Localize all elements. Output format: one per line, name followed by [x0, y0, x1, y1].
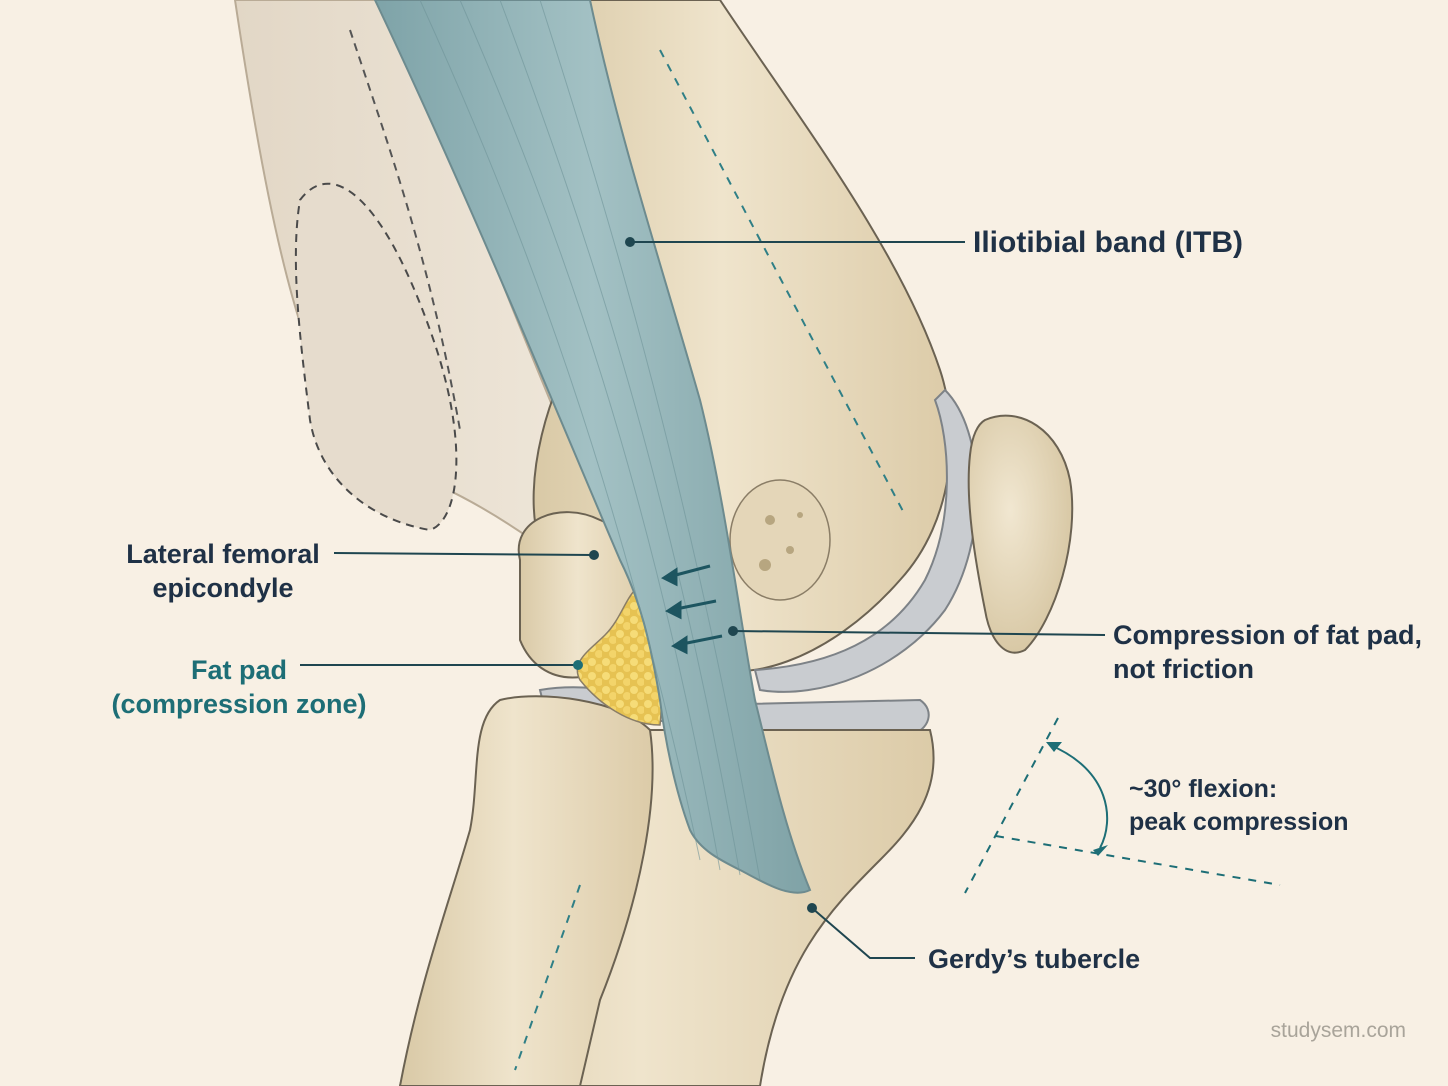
femur-dashed-line: [659, 49, 906, 516]
biceps-femoris-outline: [294, 182, 458, 532]
itb-label: Iliotibial band (ITB): [973, 226, 1243, 259]
watermark: studysem.com: [1270, 1019, 1406, 1042]
leader-lines: [300, 241, 1106, 959]
condyle-cancellous: [729, 479, 831, 601]
flexion-angle-indicator: [964, 717, 1281, 894]
flexion-label: ~30° flexion: peak compression: [1129, 775, 1349, 836]
compression-arrows: [661, 564, 723, 655]
fat-pad-label: Fat pad (compression zone): [111, 655, 367, 719]
gerdy-tubercle-label: Gerdy’s tubercle: [928, 944, 1141, 974]
patella: [967, 414, 1074, 654]
angle-arrow-bottom: [1093, 845, 1108, 856]
angle-arrow-top: [1046, 742, 1062, 752]
itb-fibers: [419, 0, 761, 881]
compression-label: Compression of fat pad, not friction: [1113, 620, 1423, 684]
lateral-epicondyle-label: Lateral femoral epicondyle: [126, 539, 320, 603]
leader-dots: [573, 237, 817, 913]
tibia-dashed-line: [514, 884, 581, 1071]
